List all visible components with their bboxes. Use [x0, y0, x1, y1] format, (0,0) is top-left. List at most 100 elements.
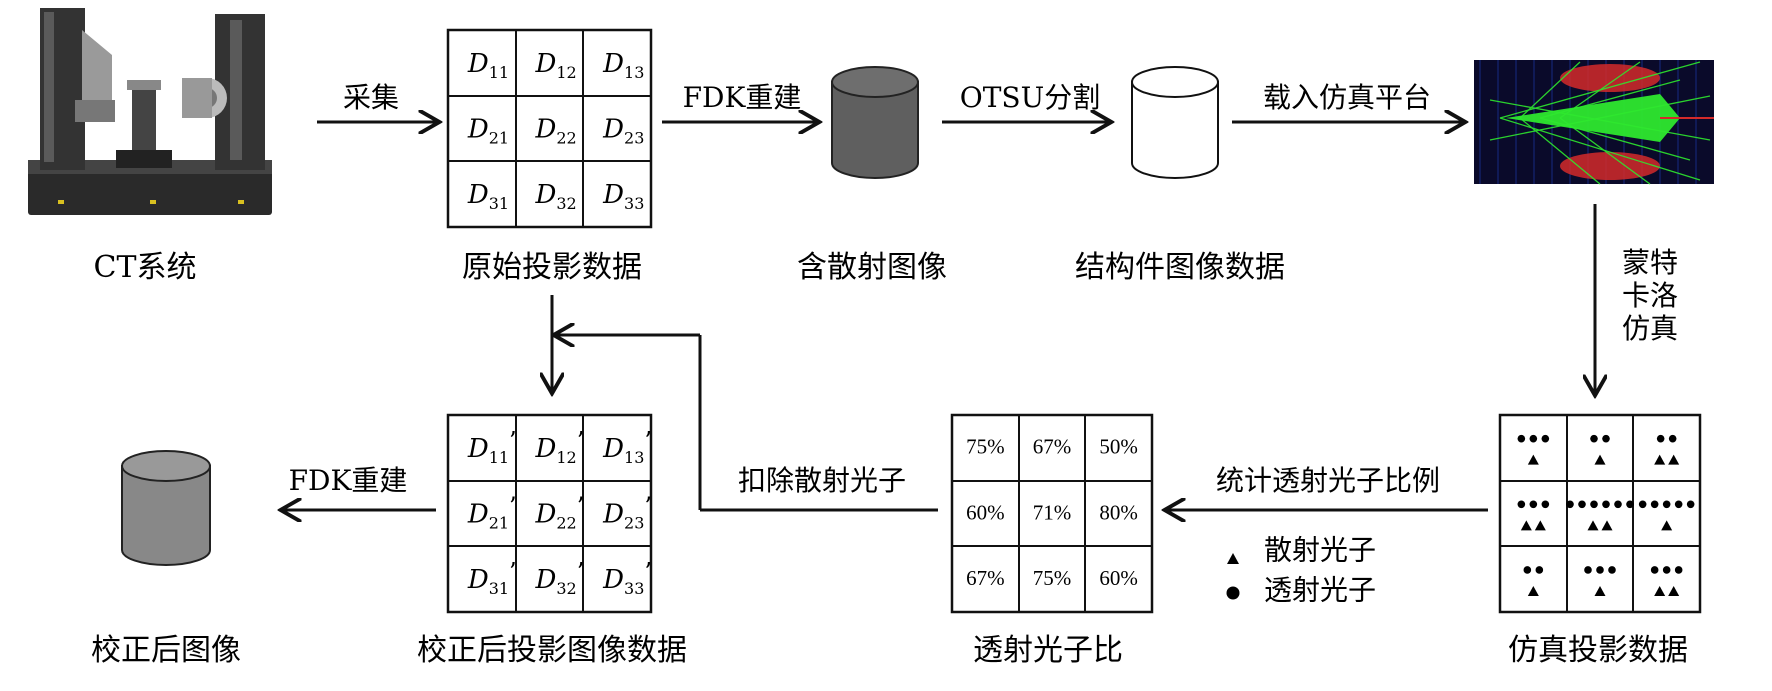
- matrix-cell-d21: D21’: [467, 492, 517, 532]
- transmit-photon-dot: [1602, 500, 1610, 509]
- transmit-photon-dot: [1541, 500, 1550, 509]
- transmit-photon-dot: [1674, 500, 1683, 509]
- caption-structure-image: 结构件图像数据: [1075, 250, 1285, 285]
- sim-projection-grid: [1498, 413, 1702, 614]
- transmit-photon-dot: [1626, 500, 1634, 509]
- transmit-photon-dot: [1614, 500, 1622, 509]
- caption-raw-projection: 原始投影数据: [462, 250, 642, 285]
- scatter-photon-triangle: [1520, 520, 1532, 531]
- ratio-cell: 50%: [1099, 435, 1138, 459]
- matrix-cell-d23: D23: [602, 115, 644, 148]
- transmit-photon-dot: [1529, 500, 1538, 509]
- matrix-cell-d22: D22’: [535, 492, 585, 532]
- matrix-cell-d13: D13’: [602, 426, 652, 466]
- caption-ct-system: CT系统: [94, 250, 197, 285]
- ratio-cell: 75%: [1033, 566, 1072, 590]
- matrix-cell-d32: D32: [535, 180, 577, 213]
- corrected-cylinder-icon: [121, 450, 211, 566]
- scatter-photon-triangle: [1654, 585, 1666, 596]
- matrix-cell-d22: D22: [535, 115, 577, 148]
- sim-projection-cells: [1517, 434, 1695, 596]
- ratio-cell: 60%: [1099, 566, 1138, 590]
- transmit-photon-dot: [1662, 500, 1671, 509]
- matrix-cell-d12: D12’: [535, 426, 585, 466]
- ratio-cell: 60%: [966, 500, 1005, 524]
- scatter-photon-triangle: [1601, 520, 1613, 531]
- legend-triangle-icon: [1227, 553, 1239, 564]
- label-monte-carlo-3: 仿真: [1622, 312, 1678, 345]
- corrected-projection-cells: D11’ D12’ D13’ D21’ D22’ D23’ D31’ D32’ D33’: [467, 426, 652, 597]
- label-monte-carlo-1: 蒙特: [1622, 246, 1678, 279]
- ratio-cells: 75%67%50%60%71%80%67%75%60%: [966, 435, 1138, 590]
- label-fdk-recon-top: FDK重建: [683, 81, 802, 114]
- ratio-cell: 75%: [966, 435, 1005, 459]
- transmit-photon-dot: [1656, 434, 1665, 443]
- label-monte-carlo-2: 卡洛: [1622, 279, 1678, 312]
- scatter-photon-triangle: [1527, 454, 1539, 465]
- legend-transmit-label: 透射光子: [1264, 574, 1376, 607]
- scatter-photon-triangle: [1668, 454, 1680, 465]
- label-load-sim: 载入仿真平台: [1263, 81, 1431, 114]
- matrix-cell-d11: D11: [467, 49, 509, 82]
- transmit-photon-dot: [1650, 500, 1659, 509]
- transmit-photon-dot: [1566, 500, 1574, 509]
- label-otsu: OTSU分割: [960, 81, 1100, 114]
- matrix-cell-d13: D13: [602, 49, 644, 82]
- label-stat-ratio: 统计透射光子比例: [1216, 464, 1440, 497]
- matrix-cell-d33: D33: [602, 180, 644, 213]
- ratio-cell: 67%: [1033, 435, 1072, 459]
- matrix-cell-d12: D12: [535, 49, 577, 82]
- caption-corrected-image: 校正后图像: [91, 633, 241, 668]
- transmit-photon-dot: [1541, 434, 1550, 443]
- scatter-photon-triangle: [1661, 520, 1673, 531]
- label-subtract-scatter: 扣除散射光子: [738, 464, 906, 497]
- ct-machine-image: [28, 8, 272, 215]
- transmit-photon-dot: [1517, 434, 1526, 443]
- caption-sim-projection: 仿真投影数据: [1508, 633, 1688, 668]
- caption-corrected-projection: 校正后投影图像数据: [417, 633, 687, 668]
- matrix-cell-d21: D21: [467, 115, 509, 148]
- transmit-photon-dot: [1590, 434, 1598, 443]
- scatter-photon-triangle: [1527, 585, 1539, 596]
- scatter-photon-triangle: [1534, 520, 1546, 531]
- simulation-render-image: [1474, 60, 1714, 185]
- matrix-cell-d32: D32’: [535, 558, 585, 598]
- transmit-photon-dot: [1662, 566, 1671, 574]
- transmit-photon-dot: [1596, 566, 1604, 574]
- transmit-photon-dot: [1608, 566, 1616, 574]
- caption-transmission-ratio: 透射光子比: [973, 633, 1123, 668]
- transmit-photon-dot: [1529, 434, 1538, 443]
- raw-projection-grid: [446, 28, 653, 229]
- matrix-cell-d31: D31: [467, 180, 509, 213]
- transmit-photon-dot: [1535, 566, 1544, 574]
- transmit-photon-dot: [1650, 566, 1659, 574]
- scatter-cylinder-icon: [831, 66, 919, 179]
- transmit-photon-dot: [1517, 500, 1526, 509]
- transmit-photon-dot: [1578, 500, 1586, 509]
- matrix-cell-d11: D11’: [467, 426, 517, 466]
- scatter-photon-triangle: [1594, 585, 1606, 596]
- ratio-grid: [950, 413, 1154, 614]
- structure-cylinder-icon: [1131, 66, 1219, 179]
- transmit-photon-dot: [1602, 434, 1610, 443]
- corrected-projection-grid: [446, 413, 653, 614]
- scatter-photon-triangle: [1654, 454, 1666, 465]
- legend-scatter-label: 散射光子: [1264, 534, 1376, 567]
- scatter-photon-triangle: [1594, 454, 1606, 465]
- matrix-cell-d31: D31’: [467, 558, 517, 598]
- label-fdk-recon-bottom: FDK重建: [289, 464, 408, 497]
- transmit-photon-dot: [1686, 500, 1695, 509]
- legend: 散射光子 透射光子: [1226, 534, 1376, 607]
- transmit-photon-dot: [1638, 500, 1647, 509]
- transmit-photon-dot: [1674, 566, 1683, 574]
- matrix-cell-d23: D23’: [602, 492, 652, 532]
- transmit-photon-dot: [1668, 434, 1677, 443]
- transmit-photon-dot: [1584, 566, 1592, 574]
- legend-dot-icon: [1226, 586, 1240, 600]
- matrix-cell-d33: D33’: [602, 558, 652, 598]
- scatter-photon-triangle: [1587, 520, 1599, 531]
- ratio-cell: 80%: [1099, 500, 1138, 524]
- ratio-cell: 67%: [966, 566, 1005, 590]
